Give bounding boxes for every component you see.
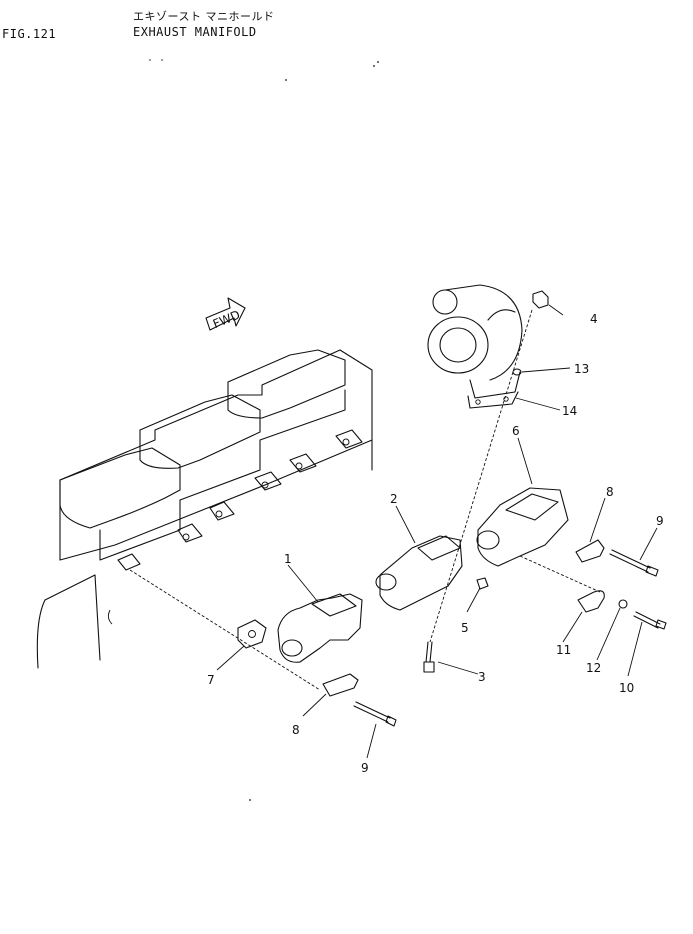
callout-8-right: 8 [606, 485, 614, 499]
manifold-part-2 [375, 535, 463, 611]
title-japanese: エキゾースト マニホールド [133, 10, 275, 23]
diagram-title: EXHAUST MANIFOLD [133, 25, 257, 39]
bracket-part-11 [577, 590, 605, 613]
manifold-part-1 [277, 593, 363, 663]
callout-11: 11 [556, 643, 571, 657]
clamp-part-8-right [575, 539, 605, 563]
washer-part-13 [512, 368, 522, 376]
callout-4: 4 [590, 312, 598, 326]
callout-12: 12 [586, 661, 601, 675]
nut-part-4 [532, 290, 549, 309]
engine-block [36, 349, 373, 669]
plug-part-5 [476, 577, 489, 590]
callout-10: 10 [619, 681, 634, 695]
bolt-part-9-right [609, 549, 659, 577]
callout-1: 1 [284, 552, 292, 566]
callout-8-left: 8 [292, 723, 300, 737]
turbocharger [427, 284, 523, 409]
callout-6: 6 [512, 424, 520, 438]
callout-14: 14 [562, 404, 577, 418]
callout-13: 13 [574, 362, 589, 376]
manifold-part-6 [476, 487, 569, 567]
callout-9-left: 9 [361, 761, 369, 775]
callout-9-right: 9 [656, 514, 664, 528]
callout-5: 5 [461, 621, 469, 635]
forward-arrow: FWD [205, 297, 246, 331]
bolt-part-3 [423, 641, 435, 673]
figure-number: FIG.121 [2, 27, 57, 41]
callout-3: 3 [478, 670, 486, 684]
clamp-part-8-left [322, 673, 359, 697]
callout-2: 2 [390, 492, 398, 506]
bolt-part-10 [633, 611, 667, 630]
bolt-part-9-left [353, 701, 397, 727]
washer-part-12 [618, 599, 628, 609]
callout-7: 7 [207, 673, 215, 687]
gasket-part-7 [237, 619, 267, 649]
fwd-label: FWD [211, 308, 242, 331]
